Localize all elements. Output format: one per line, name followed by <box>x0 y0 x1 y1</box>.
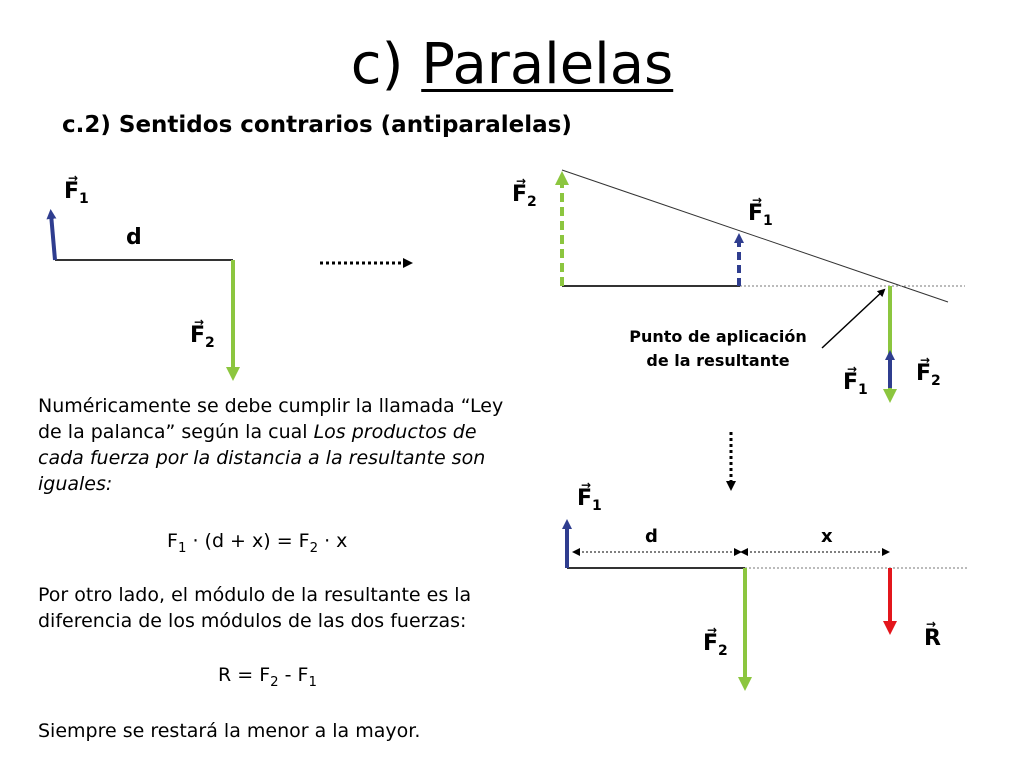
vector-arrow-icon: → <box>68 171 78 185</box>
d-label-1: d <box>126 225 142 250</box>
f2-label-1: F2 <box>190 323 215 351</box>
slide-subtitle: c.2) Sentidos contrarios (antiparalelas) <box>62 112 572 138</box>
vector-arrow-icon: → <box>926 617 936 631</box>
pointer-arrow <box>821 288 886 349</box>
lever-law-italic: Los productos de cada fuerza por la dist… <box>38 421 486 495</box>
vector-arrow-icon: → <box>920 353 930 367</box>
vector-arrow-icon: → <box>752 193 762 207</box>
title-prefix: c) <box>350 32 422 97</box>
f1-label-2: F1 <box>748 201 773 229</box>
f2-label-3: F2 <box>916 361 941 389</box>
vector-arrow-icon: → <box>516 174 526 188</box>
r-label: R <box>924 626 941 651</box>
f1-arrow-1 <box>46 209 57 261</box>
lever-equation: F1 · (d + x) = F2 · x <box>167 530 348 556</box>
lever-law-plain: Numéricamente se debe cumplir la llamada… <box>38 395 504 443</box>
diagram-result: d x F1 → F2 → R → <box>562 478 968 691</box>
slide-title: c) Paralelas <box>0 30 1024 100</box>
title-word: Paralelas <box>421 32 674 97</box>
vector-arrow-icon: → <box>707 623 717 637</box>
resultant-caption: Punto de aplicación de la resultante <box>629 327 807 370</box>
f1-label-3: F1 <box>843 370 868 398</box>
resultant-equation: R = F2 - F1 <box>218 664 317 690</box>
vector-arrow-icon: → <box>581 478 591 492</box>
x-label-3: x <box>821 526 833 547</box>
vector-arrow-icon: → <box>847 362 857 376</box>
f2-label-4: F2 <box>703 631 728 659</box>
construction-diagonal <box>561 169 949 303</box>
diagram-construction: F2 → F1 → F1 → F2 → <box>512 169 965 403</box>
f1-label-4: F1 <box>577 486 602 514</box>
closing-sentence: Siempre se restará la menor a la mayor. <box>38 720 421 742</box>
resultant-paragraph: Por otro lado, el módulo de la resultant… <box>38 584 472 632</box>
f2-label-2: F2 <box>512 182 537 210</box>
vector-arrow-icon: → <box>194 315 204 329</box>
f1-label-1: F1 <box>64 179 89 207</box>
diagram-initial: F1 → d F2 → <box>46 171 240 381</box>
lever-law-paragraph: Numéricamente se debe cumplir la llamada… <box>38 393 508 497</box>
d-label-3: d <box>645 526 658 547</box>
